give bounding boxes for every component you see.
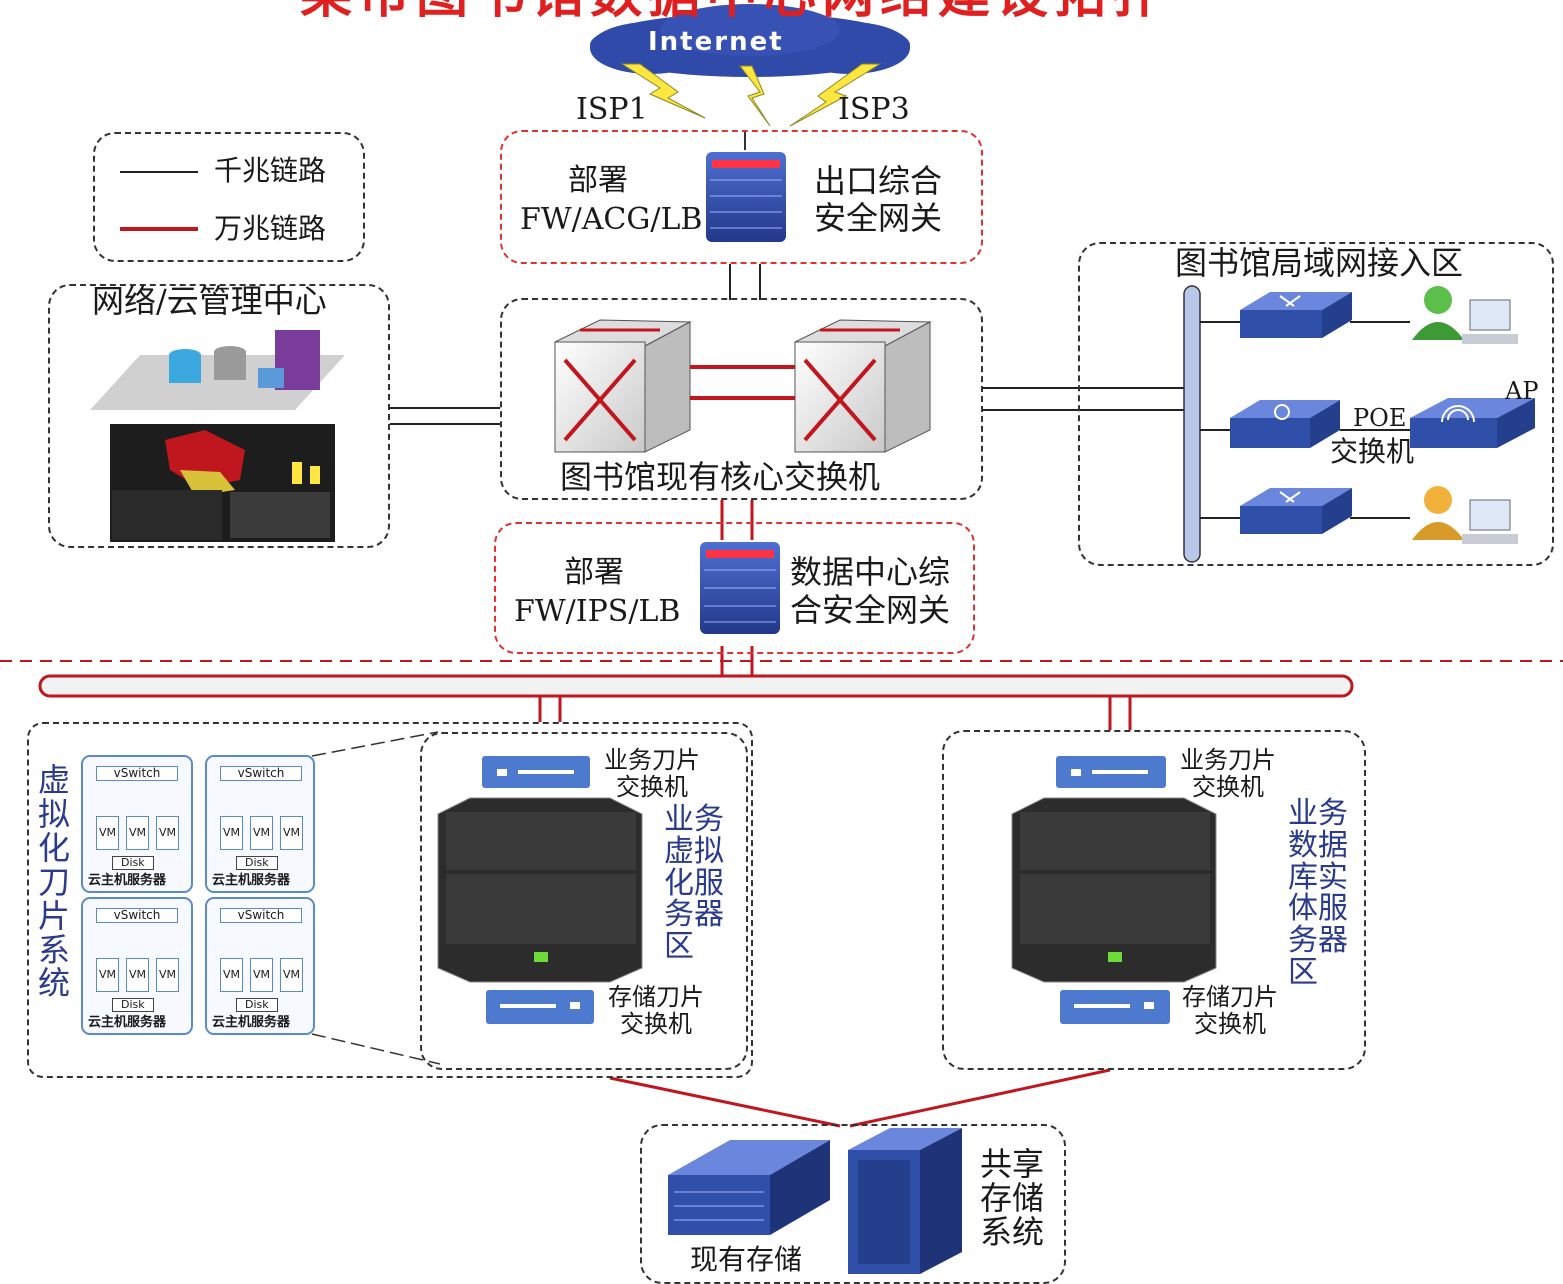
vm-label: VM — [250, 958, 274, 993]
mgmt-center-label: 网络/云管理中心 — [92, 282, 327, 320]
host-label: 云主机服务器 — [212, 1015, 291, 1030]
user-pc-yellow-icon — [1412, 486, 1518, 544]
backbone-bus — [38, 674, 1354, 698]
legend-box — [93, 132, 365, 262]
user-pc-green-icon — [1412, 286, 1518, 344]
left-bottom-switch-line2: 交换机 — [620, 1010, 692, 1038]
core-switch-left-icon — [554, 319, 692, 453]
egress-gateway-icon — [706, 152, 786, 242]
vm-label: VM — [220, 816, 244, 851]
lan-access-zone — [1078, 242, 1554, 566]
vm-label: VM — [126, 816, 150, 851]
poe-switch-icon — [1230, 400, 1340, 448]
left-top-switch-line2: 交换机 — [616, 773, 688, 801]
vm-cell: vSwitch VM VM VM Disk 云主机服务器 — [206, 756, 314, 892]
core-switch-zone — [500, 298, 983, 500]
virtualization-label: 虚 拟 化 刀 片 系 统 — [38, 761, 71, 1003]
dc-modules-label: FW/IPS/LB — [514, 594, 681, 629]
vm-label: VM — [220, 958, 244, 993]
ap-label: AP — [1505, 377, 1539, 405]
vswitch-label: vSwitch — [220, 766, 302, 782]
dc-gateway-zone — [494, 522, 975, 654]
ap-icon — [1410, 398, 1535, 448]
egress-deploy-label: 部署 — [568, 163, 628, 198]
host-label: 云主机服务器 — [212, 873, 291, 888]
page-title: 某市图书馆数据中心网络建设拓扑 — [300, 0, 1170, 24]
poe-label-line2: 交换机 — [1330, 435, 1415, 468]
shared-storage-zone — [640, 1124, 1066, 1284]
business-virtual-server-zone — [420, 732, 748, 1070]
existing-storage-icon — [668, 1140, 830, 1235]
legend-10g-label: 万兆链路 — [214, 212, 327, 245]
right-top-switch-line2: 交换机 — [1192, 773, 1264, 801]
internet-cloud-icon — [590, 4, 910, 77]
vm-label: VM — [156, 816, 180, 851]
vm-label: VM — [96, 958, 120, 993]
vm-cell: vSwitch VM VM VM Disk 云主机服务器 — [206, 898, 314, 1034]
disk-label: Disk — [236, 856, 278, 871]
blade-chassis-left-image — [437, 756, 643, 1024]
database-zone-label: 业务 数据 库实 体服 务器 区 — [1288, 796, 1348, 990]
dc-deploy-label: 部署 — [564, 555, 624, 590]
isp-lightning-icon — [620, 63, 882, 127]
host-label: 云主机服务器 — [88, 873, 167, 888]
dc-gateway-icon — [700, 542, 780, 634]
disk-label: Disk — [112, 998, 154, 1013]
virtualization-zone — [27, 722, 753, 1078]
egress-gateway-zone — [500, 130, 983, 264]
left-top-switch-line1: 业务刀片 — [604, 746, 700, 774]
poe-label-line1: POE — [1353, 404, 1407, 432]
host-label: 云主机服务器 — [88, 1015, 167, 1030]
access-switch-2-icon — [1240, 488, 1352, 534]
isp1-label: ISP1 — [576, 92, 648, 127]
disk-label: Disk — [112, 856, 154, 871]
lan-bus — [1183, 285, 1201, 563]
dc-name-line1: 数据中心综 — [790, 553, 951, 591]
vm-cell: vSwitch VM VM VM Disk 云主机服务器 — [82, 756, 192, 892]
vswitch-label: vSwitch — [220, 908, 302, 924]
mgmt-center-image — [90, 330, 345, 542]
vm-label: VM — [96, 816, 120, 851]
internet-label: Internet — [648, 27, 784, 57]
access-switch-1-icon — [1240, 292, 1352, 338]
existing-storage-label: 现有存储 — [690, 1243, 803, 1276]
core-switch-label: 图书馆现有核心交换机 — [560, 458, 881, 496]
egress-modules-label: FW/ACG/LB — [520, 202, 703, 237]
vm-label: VM — [156, 958, 180, 993]
business-virtual-zone-label: 业务 虚拟 化服 务器 区 — [664, 802, 724, 965]
vswitch-label: vSwitch — [96, 766, 178, 782]
vm-label: VM — [250, 816, 274, 851]
vm-label: VM — [280, 958, 304, 993]
lan-zone-label: 图书馆局域网接入区 — [1175, 244, 1464, 282]
right-bottom-switch-line2: 交换机 — [1194, 1010, 1266, 1038]
shared-storage-label: 共享 存储 系统 — [980, 1145, 1045, 1251]
isp3-label: ISP3 — [838, 92, 910, 127]
mgmt-center-zone — [48, 284, 390, 548]
egress-name-line2: 安全网关 — [814, 199, 943, 237]
legend-gigabit-label: 千兆链路 — [214, 154, 327, 187]
blade-chassis-right-image — [1011, 756, 1217, 1024]
database-server-zone — [942, 730, 1366, 1070]
left-bottom-switch-line1: 存储刀片 — [608, 983, 704, 1011]
right-top-switch-line1: 业务刀片 — [1180, 746, 1276, 774]
dc-name-line2: 合安全网关 — [790, 591, 951, 629]
disk-label: Disk — [236, 998, 278, 1013]
egress-name-line1: 出口综合 — [814, 162, 943, 200]
vm-label: VM — [280, 816, 304, 851]
vm-label: VM — [126, 958, 150, 993]
vm-cell: vSwitch VM VM VM Disk 云主机服务器 — [82, 898, 192, 1034]
shared-storage-icon — [848, 1128, 962, 1274]
right-bottom-switch-line1: 存储刀片 — [1182, 983, 1278, 1011]
core-switch-right-icon — [794, 319, 932, 453]
vswitch-label: vSwitch — [96, 908, 178, 924]
